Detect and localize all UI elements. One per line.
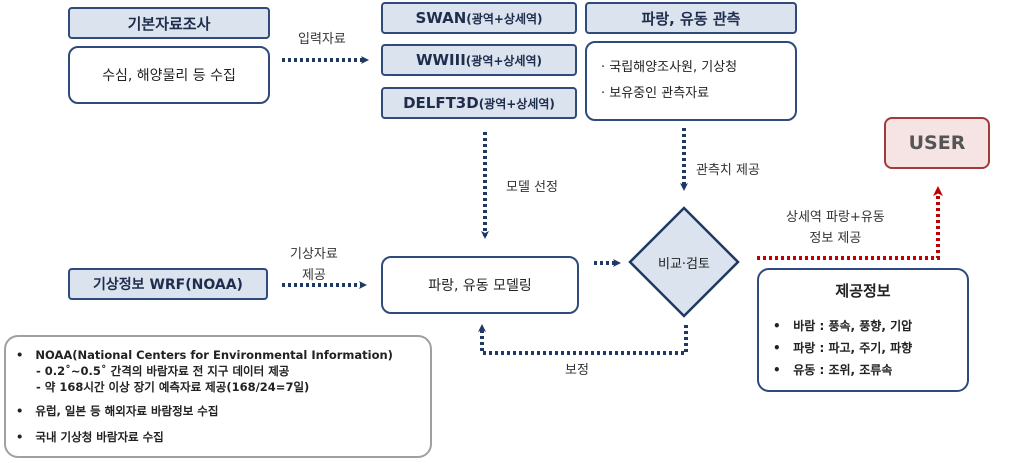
notes-noaa: • NOAA(National Centers for Environmenta… bbox=[16, 348, 393, 362]
survey-body: 수심, 해양물리 등 수집 bbox=[102, 68, 236, 84]
modeling-label: 파랑, 유동 모델링 bbox=[428, 278, 532, 294]
provided-box: 제공정보 • 바람 : 풍속, 풍향, 기압 • 파랑 : 파고, 주기, 파향… bbox=[757, 268, 969, 392]
correction-loop bbox=[478, 324, 688, 355]
provided-item-text: 유동 : 조위, 조류속 bbox=[793, 363, 893, 377]
notes-item-text: 유럽, 일본 등 해외자료 바람정보 수집 bbox=[35, 404, 219, 418]
user-box: USER bbox=[884, 117, 990, 169]
observation-item: · 보유중인 관측자료 bbox=[601, 86, 710, 101]
wrf-box: 기상정보 WRF(NOAA) bbox=[68, 268, 268, 300]
compare-label-wrap: 비교·검토 bbox=[630, 247, 738, 277]
model-delft3d-scope: (광역+상세역) bbox=[478, 96, 555, 111]
compare-label: 비교·검토 bbox=[658, 256, 710, 272]
output-label: 상세역 파랑+유동 정보 제공 bbox=[786, 207, 885, 249]
observation-header: 파랑, 유동 관측 bbox=[585, 2, 797, 34]
model-delft3d-name: DELFT3D bbox=[403, 94, 479, 112]
model-swan: SWAN(광역+상세역) bbox=[381, 2, 577, 34]
user-label: USER bbox=[908, 132, 966, 154]
provided-item: • 유동 : 조위, 조류속 bbox=[773, 363, 893, 377]
notes-noaa-sub: - 약 168시간 이상 장기 예측자료 제공(168/24=7일) bbox=[36, 380, 310, 394]
observation-box: · 국립해양조사원, 기상청 · 보유중인 관측자료 bbox=[585, 41, 797, 121]
model-wwiii-name: WWIII bbox=[415, 51, 466, 69]
notes-item: • 국내 기상청 바람자료 수집 bbox=[16, 430, 164, 444]
survey-header: 기본자료조사 bbox=[68, 7, 270, 39]
output-label-line1: 상세역 파랑+유동 bbox=[786, 210, 885, 225]
observation-item: · 국립해양조사원, 기상청 bbox=[601, 60, 738, 75]
input-label: 입력자료 bbox=[298, 32, 346, 47]
model-swan-scope: (광역+상세역) bbox=[466, 11, 543, 26]
output-to-user-arrow bbox=[757, 186, 943, 260]
notes-item-text: 국내 기상청 바람자료 수집 bbox=[35, 430, 164, 444]
model-wwiii: WWIII(광역+상세역) bbox=[381, 44, 577, 76]
notes-item: • 유럽, 일본 등 해외자료 바람정보 수집 bbox=[16, 404, 219, 418]
provided-item-text: 파랑 : 파고, 주기, 파향 bbox=[793, 341, 913, 355]
provided-item: • 바람 : 풍속, 풍향, 기압 bbox=[773, 319, 913, 333]
model-wwiii-scope: (광역+상세역) bbox=[465, 53, 543, 68]
survey-title: 기본자료조사 bbox=[127, 14, 211, 33]
provided-title: 제공정보 bbox=[835, 282, 891, 300]
survey-box: 수심, 해양물리 등 수집 bbox=[68, 46, 270, 104]
notes-box: • NOAA(National Centers for Environmenta… bbox=[4, 335, 432, 458]
provided-item: • 파랑 : 파고, 주기, 파향 bbox=[773, 341, 913, 355]
weather-label-line2: 제공 bbox=[301, 268, 326, 283]
compare-diamond bbox=[628, 206, 740, 318]
notes-noaa-title: NOAA(National Centers for Environmental … bbox=[35, 348, 393, 362]
output-label-line2: 정보 제공 bbox=[809, 231, 862, 246]
weather-label-line1: 기상자료 bbox=[290, 247, 338, 262]
weather-label: 기상자료 제공 bbox=[290, 244, 338, 286]
model-select-label: 모델 선정 bbox=[506, 180, 558, 195]
model-swan-name: SWAN bbox=[415, 9, 467, 27]
obs-provide-label: 관측치 제공 bbox=[696, 163, 760, 178]
provided-item-text: 바람 : 풍속, 풍향, 기압 bbox=[793, 319, 913, 333]
modeling-box: 파랑, 유동 모델링 bbox=[381, 256, 579, 314]
observation-title: 파랑, 유동 관측 bbox=[641, 9, 741, 28]
model-delft3d: DELFT3D(광역+상세역) bbox=[381, 87, 577, 119]
notes-noaa-sub: - 0.2˚~0.5˚ 간격의 바람자료 전 지구 데이터 제공 bbox=[36, 364, 290, 378]
wrf-label: 기상정보 WRF(NOAA) bbox=[93, 277, 243, 293]
correction-label: 보정 bbox=[565, 363, 589, 378]
